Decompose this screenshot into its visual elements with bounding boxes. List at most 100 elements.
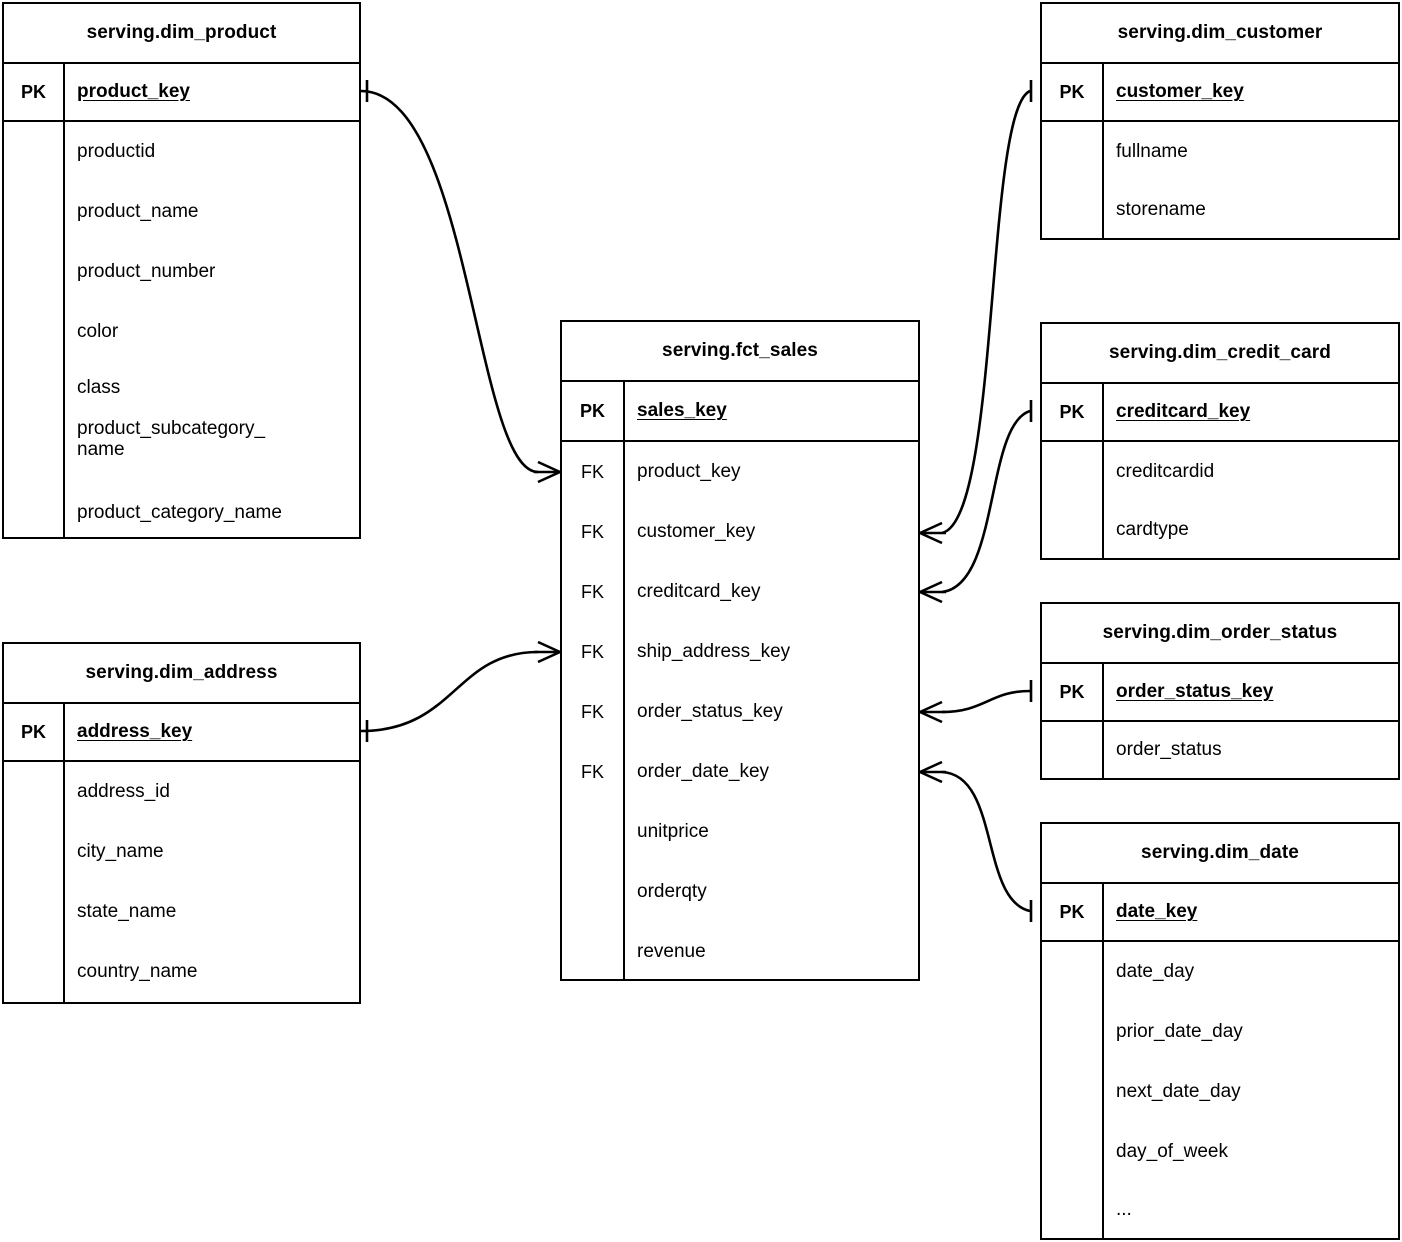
fk-attribute-row: product_key xyxy=(637,461,741,483)
cardinality-many-crowsfoot-product xyxy=(534,460,561,484)
pk-name-dim-address: address_key xyxy=(65,704,359,760)
attribute-row: class xyxy=(77,377,121,399)
attr-namecol-dim-credit-card: creditcardid cardtype xyxy=(1104,442,1398,558)
pk-label-dim-credit-card: PK xyxy=(1042,384,1104,440)
cardinality-many-crowsfoot-date xyxy=(919,760,946,784)
fk-label: FK xyxy=(580,461,604,482)
attribute-row: productid xyxy=(77,141,156,163)
entity-title-dim-date: serving.dim_date xyxy=(1042,824,1398,884)
pk-text-dim-customer: customer_key xyxy=(1116,81,1244,103)
pk-row-dim-date: PK date_key xyxy=(1042,884,1398,942)
attribute-row: product_number xyxy=(77,261,216,283)
attributes-dim-credit-card: creditcardid cardtype xyxy=(1042,442,1398,558)
entity-dim-address[interactable]: serving.dim_address PK address_key addre… xyxy=(2,642,361,1004)
attribute-row: product_subcategory_ name xyxy=(77,418,266,461)
pk-row-dim-order-status: PK order_status_key xyxy=(1042,664,1398,722)
fk-label: FK xyxy=(580,521,604,542)
attribute-row: city_name xyxy=(77,841,164,863)
entity-title-dim-order-status: serving.dim_order_status xyxy=(1042,604,1398,664)
attribute-row: unitprice xyxy=(637,821,709,843)
pk-row-dim-address: PK address_key xyxy=(4,704,359,762)
attribute-row: storename xyxy=(1116,199,1206,221)
fk-attribute-row: ship_address_key xyxy=(637,641,791,663)
attr-namecol-fct-sales: product_key customer_key creditcard_key … xyxy=(625,442,918,979)
entity-dim-date[interactable]: serving.dim_date PK date_key date_day pr… xyxy=(1040,822,1400,1240)
pk-name-dim-credit-card: creditcard_key xyxy=(1104,384,1398,440)
fk-label: FK xyxy=(580,581,604,602)
entity-fct-sales[interactable]: serving.fct_sales PK sales_key FK FK FK … xyxy=(560,320,920,981)
attr-keycol-dim-customer xyxy=(1042,122,1104,238)
entity-title-dim-product: serving.dim_product xyxy=(4,4,359,64)
pk-label-dim-date: PK xyxy=(1042,884,1104,940)
pk-name-dim-product: product_key xyxy=(65,64,359,120)
pk-text-fct-sales: sales_key xyxy=(637,400,727,422)
cardinality-many-crowsfoot-address xyxy=(534,640,561,664)
cardinality-many-crowsfoot-creditcard xyxy=(919,580,946,604)
fk-label: FK xyxy=(580,761,604,782)
attribute-row: product_category_name xyxy=(77,502,282,524)
attribute-row: state_name xyxy=(77,901,177,923)
attribute-row: address_id xyxy=(77,781,170,803)
attribute-row: ... xyxy=(1116,1199,1132,1221)
relationship-fct-sales-dim-credit-card xyxy=(919,400,1033,604)
attributes-dim-product: productid product_name product_number co… xyxy=(4,122,359,537)
fk-attribute-row: creditcard_key xyxy=(637,581,761,603)
relationship-fct-sales-dim-date xyxy=(919,760,1033,922)
pk-text-dim-address: address_key xyxy=(77,721,193,743)
fk-attribute-row: order_status_key xyxy=(637,701,783,723)
pk-label-dim-order-status: PK xyxy=(1042,664,1104,720)
fk-label: FK xyxy=(580,641,604,662)
attr-keycol-dim-address xyxy=(4,762,65,1002)
relationship-dim-product-fct-sales xyxy=(360,80,561,484)
attribute-row: color xyxy=(77,321,119,343)
relationship-fct-sales-dim-customer xyxy=(919,80,1033,545)
pk-name-dim-order-status: order_status_key xyxy=(1104,664,1398,720)
entity-title-dim-credit-card: serving.dim_credit_card xyxy=(1042,324,1398,384)
attr-namecol-dim-date: date_day prior_date_day next_date_day da… xyxy=(1104,942,1398,1238)
entity-title-fct-sales: serving.fct_sales xyxy=(562,322,918,382)
pk-row-dim-credit-card: PK creditcard_key xyxy=(1042,384,1398,442)
fk-attribute-row: order_date_key xyxy=(637,761,770,783)
cardinality-many-crowsfoot-customer xyxy=(919,521,946,545)
attribute-row: creditcardid xyxy=(1116,461,1215,483)
attribute-row: product_name xyxy=(77,201,199,223)
pk-label-dim-product: PK xyxy=(4,64,65,120)
attribute-row: prior_date_day xyxy=(1116,1021,1243,1043)
pk-text-dim-credit-card: creditcard_key xyxy=(1116,401,1251,423)
attribute-row: revenue xyxy=(637,941,706,963)
pk-label-dim-address: PK xyxy=(4,704,65,760)
attr-namecol-dim-customer: fullname storename xyxy=(1104,122,1398,238)
attribute-row: order_status xyxy=(1116,739,1222,761)
attributes-fct-sales: FK FK FK FK FK FK product_key customer_k… xyxy=(562,442,918,979)
entity-dim-credit-card[interactable]: serving.dim_credit_card PK creditcard_ke… xyxy=(1040,322,1400,560)
attributes-dim-customer: fullname storename xyxy=(1042,122,1398,238)
pk-row-dim-customer: PK customer_key xyxy=(1042,64,1398,122)
pk-label-fct-sales: PK xyxy=(562,382,625,440)
attr-namecol-dim-order-status: order_status xyxy=(1104,722,1398,778)
attr-namecol-dim-product: productid product_name product_number co… xyxy=(65,122,359,537)
entity-dim-product[interactable]: serving.dim_product PK product_key produ… xyxy=(2,2,361,539)
attribute-row: day_of_week xyxy=(1116,1141,1228,1163)
pk-row-fct-sales: PK sales_key xyxy=(562,382,918,442)
attribute-row: country_name xyxy=(77,961,198,983)
fk-attribute-row: customer_key xyxy=(637,521,756,543)
entity-dim-order-status[interactable]: serving.dim_order_status PK order_status… xyxy=(1040,602,1400,780)
pk-name-fct-sales: sales_key xyxy=(625,382,918,440)
relationship-fct-sales-dim-order-status xyxy=(919,680,1033,724)
pk-row-dim-product: PK product_key xyxy=(4,64,359,122)
attribute-row: date_day xyxy=(1116,961,1195,983)
pk-text-dim-product: product_key xyxy=(77,81,190,103)
attributes-dim-order-status: order_status xyxy=(1042,722,1398,778)
attr-keycol-dim-date xyxy=(1042,942,1104,1238)
attributes-dim-address: address_id city_name state_name country_… xyxy=(4,762,359,1002)
cardinality-many-crowsfoot-orderstatus xyxy=(919,700,946,724)
pk-text-dim-order-status: order_status_key xyxy=(1116,681,1274,703)
attr-keycol-dim-credit-card xyxy=(1042,442,1104,558)
entity-dim-customer[interactable]: serving.dim_customer PK customer_key ful… xyxy=(1040,2,1400,240)
pk-label-dim-customer: PK xyxy=(1042,64,1104,120)
attr-keycol-dim-order-status xyxy=(1042,722,1104,778)
attr-keycol-dim-product xyxy=(4,122,65,537)
attributes-dim-date: date_day prior_date_day next_date_day da… xyxy=(1042,942,1398,1238)
